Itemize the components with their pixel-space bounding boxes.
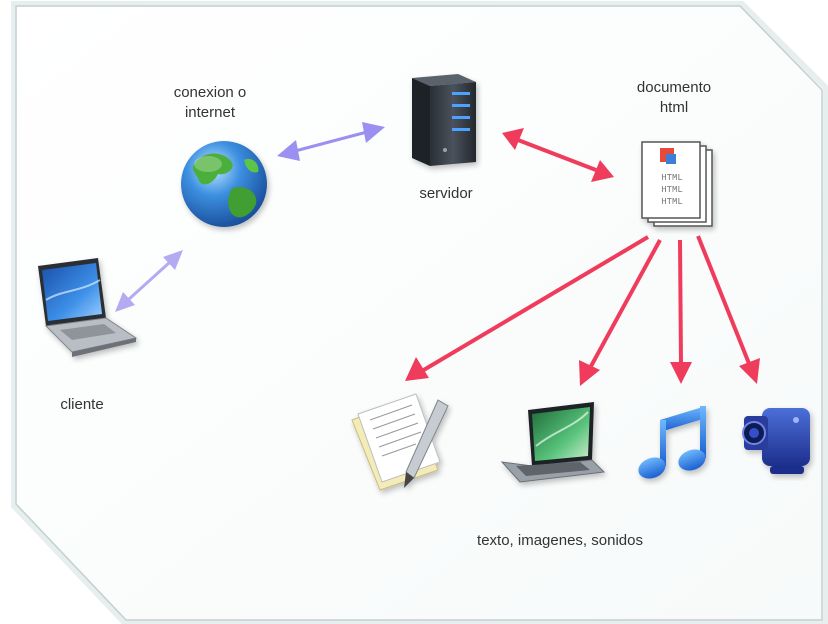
text-document-pen-icon xyxy=(351,393,449,491)
laptop-screen-icon xyxy=(500,402,606,483)
globe-icon xyxy=(181,141,267,227)
document-to-images-arrow xyxy=(579,239,662,386)
laptop-icon xyxy=(38,258,138,357)
doc-page-text-3: HTML xyxy=(661,197,683,207)
video-camera-icon xyxy=(742,408,810,474)
internet-label-line1: conexion o xyxy=(174,84,247,101)
doc-page-text-1: HTML xyxy=(661,173,683,183)
server-label: servidor xyxy=(419,185,472,202)
document-to-text-arrow xyxy=(405,235,650,381)
html-documents-icon: HTML HTML HTML xyxy=(641,141,713,227)
internet-label-line2: internet xyxy=(185,104,236,121)
server-icon xyxy=(412,74,476,166)
document-to-video-arrow xyxy=(696,235,760,384)
client-label: cliente xyxy=(60,396,103,413)
document-to-sounds-arrow xyxy=(670,239,692,384)
outputs-label: texto, imagenes, sonidos xyxy=(477,532,643,549)
document-label-line2: html xyxy=(660,99,688,116)
document-label-line1: documento xyxy=(637,79,711,96)
server-document-arrow xyxy=(502,128,614,182)
doc-page-text-2: HTML xyxy=(661,185,683,195)
music-note-icon xyxy=(638,406,706,479)
client-internet-arrow xyxy=(115,250,183,312)
internet-server-arrow xyxy=(277,122,385,161)
